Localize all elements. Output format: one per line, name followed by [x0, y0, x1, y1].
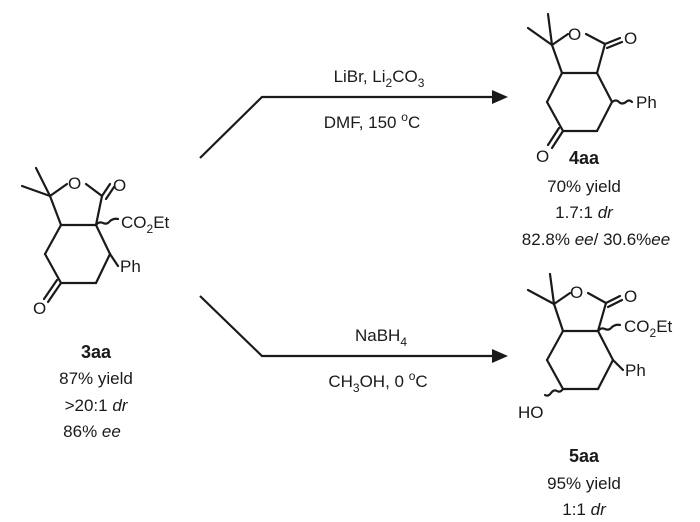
compound-label-3aa: 3aa: [81, 342, 112, 362]
atom-o-carbonyl-4aa: O: [624, 29, 637, 48]
top-conditions: DMF, 150 oC: [324, 110, 420, 132]
ester-group-5aa: CO2Et: [624, 317, 673, 340]
dr-5aa: 1:1 dr: [562, 500, 607, 519]
phenyl-group-5aa: Ph: [625, 361, 646, 380]
bonds-5aa: [526, 272, 625, 397]
bottom-reaction-arrow: [199, 295, 508, 363]
atom-o-carbonyl-5aa: O: [624, 287, 637, 306]
ester-group-3aa: CO2Et: [121, 213, 170, 236]
bottom-reagents: NaBH4: [355, 326, 407, 349]
dr-3aa: >20:1 dr: [65, 396, 129, 415]
atom-o-carbonyl-3aa: O: [113, 176, 126, 195]
bonds-3aa: [20, 166, 120, 304]
compound-label-5aa: 5aa: [569, 446, 600, 466]
bonds-4aa: [526, 12, 634, 150]
structure-4aa: O O Ph O: [526, 12, 657, 166]
top-reagents: LiBr, Li2CO3: [334, 67, 425, 90]
yield-4aa: 70% yield: [547, 177, 621, 196]
phenyl-group-3aa: Ph: [120, 257, 141, 276]
ee-4aa: 82.8% ee/ 30.6%ee: [522, 230, 670, 249]
structure-5aa: O O CO2Et Ph HO: [518, 272, 673, 422]
atom-o-ketone-3aa: O: [33, 299, 46, 318]
compound-label-4aa: 4aa: [569, 148, 600, 168]
bottom-conditions: CH3OH, 0 oC: [328, 369, 427, 395]
ee-3aa: 86% ee: [63, 422, 121, 441]
dr-4aa: 1.7:1 dr: [555, 203, 614, 222]
atom-o-ring-5aa: O: [570, 283, 583, 302]
yield-3aa: 87% yield: [59, 369, 133, 388]
hydroxyl-group-5aa: HO: [518, 403, 544, 422]
top-reaction-arrow: [199, 90, 508, 159]
phenyl-group-4aa: Ph: [636, 93, 657, 112]
yield-5aa: 95% yield: [547, 474, 621, 493]
atom-o-ring-3aa: O: [68, 174, 81, 193]
atom-o-ketone-4aa: O: [536, 147, 549, 166]
structure-3aa: O O CO2Et Ph O: [20, 166, 170, 318]
atom-o-ring-4aa: O: [568, 25, 581, 44]
